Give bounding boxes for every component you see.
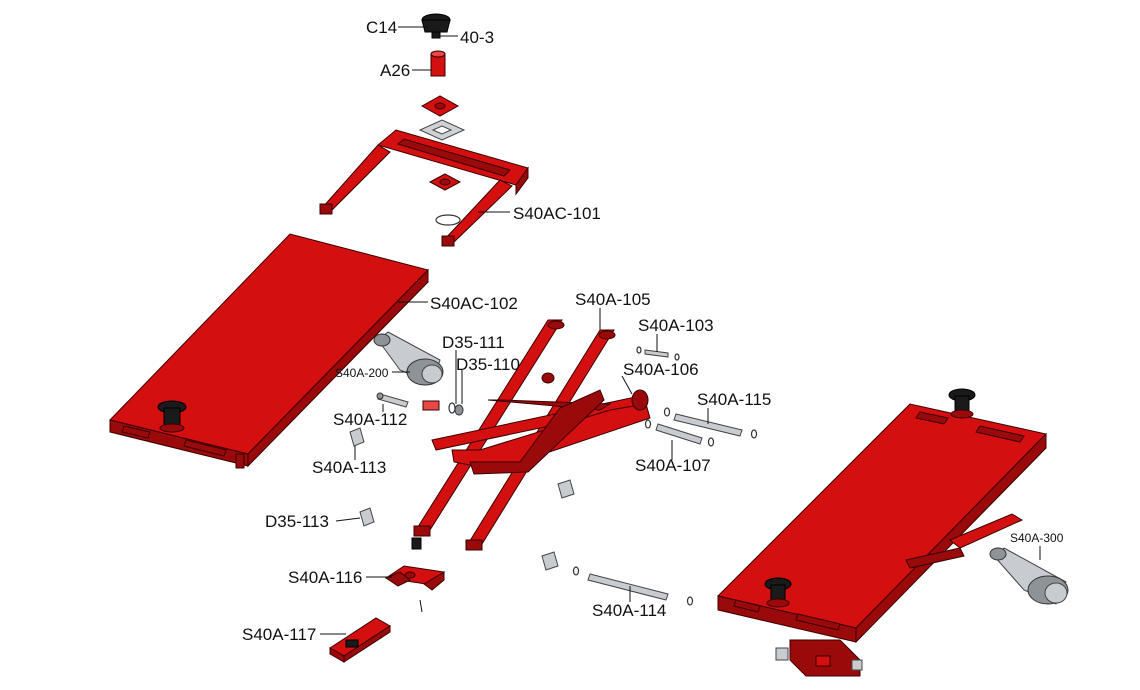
label-s40a-113: S40A-113 [312,458,386,477]
o-ring-part [435,214,461,226]
left-platform-part [109,233,429,469]
label-s40a-105: S40A-105 [575,290,651,309]
bracket-s40a-116-part [384,565,446,613]
slider-block-d35-113-part [359,507,375,527]
part-labels: C14 40-3 A26 S40AC-101 S40AC-102 S40A-10… [242,18,1064,644]
label-c14: C14 [366,18,397,37]
label-s40a-112: S40A-112 [333,410,407,429]
top-frame-part [319,129,529,247]
rubber-pad-part [421,13,451,39]
label-s40a-117: S40A-117 [242,625,316,644]
washer-d35-111-part [448,402,456,414]
label-d35-110: D35-110 [456,355,520,374]
nut-d35-110-part [454,404,464,416]
slider-block-s40a-113-part [349,427,365,447]
label-s40a-300: S40A-300 [1010,531,1064,545]
label-s40ac-102: S40AC-102 [430,294,518,313]
label-s40a-103: S40A-103 [638,316,714,335]
label-d35-111: D35-111 [442,333,505,352]
pin-s40a-115-part [663,407,758,439]
right-platform-part [717,388,1047,677]
pad-adapter-tube-part [430,50,446,77]
label-s40a-106: S40A-106 [623,360,699,379]
label-a26: A26 [380,61,410,80]
lock-s40a-117-part [329,617,391,663]
pin-s40a-112-part [376,392,409,408]
label-s40a-200: S40A-200 [335,366,389,380]
pin-s40a-103-part [636,346,680,361]
pad-base-plate-part [420,95,460,117]
label-d35-113: D35-113 [265,512,329,531]
label-s40a-116: S40A-116 [288,568,362,587]
slider-block-mid-part [557,479,575,499]
label-40-3: 40-3 [460,28,494,47]
slider-block-low-part [541,551,559,571]
scissor-arm-assembly [413,319,651,551]
block-small-part [411,537,422,550]
left-cylinder-part [373,331,444,386]
label-s40ac-101: S40AC-101 [513,204,601,223]
gasket-plate-part [418,119,466,141]
pin-s40a-114-part [572,566,694,606]
bushing-red-part [422,400,440,411]
pin-s40a-107-part [644,419,715,447]
label-s40a-114: S40A-114 [592,601,666,620]
label-s40a-107: S40A-107 [635,456,711,475]
mount-plate-part [428,173,462,191]
leader-lines [320,26,1041,635]
right-cylinder-part [989,547,1069,605]
label-s40a-115: S40A-115 [697,390,771,409]
